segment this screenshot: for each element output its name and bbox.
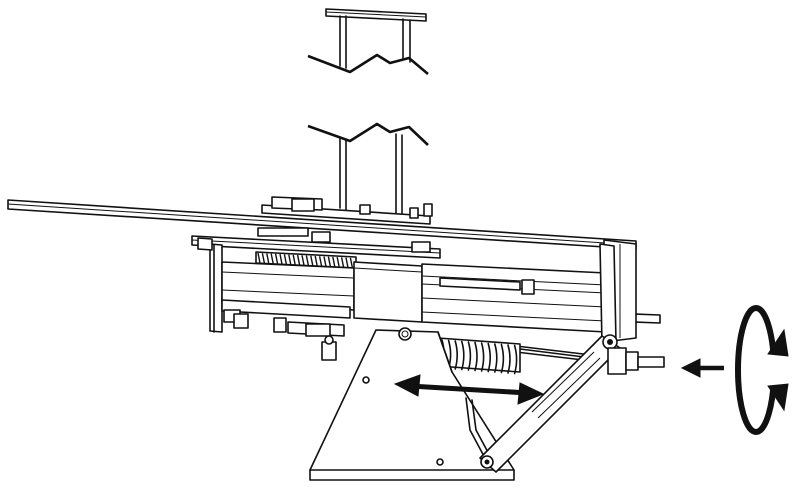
rack-tooth — [336, 257, 340, 268]
rack-tooth — [266, 253, 270, 264]
bellows-fold — [494, 343, 498, 373]
rack-tooth — [279, 254, 283, 265]
bellows-fold — [507, 344, 511, 374]
rack-tooth — [261, 253, 266, 264]
end-plate — [599, 239, 637, 345]
rack-tooth — [340, 257, 345, 268]
rack-tooth — [305, 255, 310, 266]
bellows-fold — [461, 340, 465, 371]
rack-tooth — [288, 254, 292, 265]
bellows-fold — [513, 344, 518, 375]
rack-tooth — [332, 256, 336, 268]
trapezoid-base-plate — [309, 327, 515, 481]
bellows-fold — [454, 340, 458, 370]
ladder-mast-top — [325, 8, 427, 69]
left-arrow-icon — [680, 358, 724, 378]
rack-tooth — [345, 257, 349, 268]
rack-tooth — [323, 256, 327, 267]
double-headed-arrow-icon — [393, 374, 545, 405]
bellows-fold — [480, 342, 485, 372]
bellows-boot — [437, 337, 521, 375]
rack-tooth — [292, 254, 296, 265]
rack-tooth — [318, 256, 323, 267]
rack-tooth — [314, 255, 318, 267]
bellows-fold — [500, 343, 505, 374]
rack-tooth — [274, 253, 279, 265]
gear-rack — [257, 252, 354, 268]
rack-tooth — [310, 255, 314, 266]
rack-tooth — [270, 253, 274, 264]
bellows-fold — [487, 342, 491, 373]
rack-tooth — [283, 254, 288, 265]
rack-tooth — [349, 257, 354, 268]
rack-tooth — [327, 256, 332, 267]
rack-tooth — [296, 254, 301, 266]
input-shaft — [607, 347, 665, 375]
bellows-fold — [467, 341, 472, 371]
rotation-arrow-icon — [735, 305, 789, 435]
rack-tooth — [301, 255, 305, 266]
rack-tooth — [257, 252, 261, 264]
carriage-frame — [191, 196, 607, 361]
break-line-icon — [307, 53, 429, 146]
ladder-mast-bottom — [339, 133, 403, 216]
bellows-fold — [474, 341, 478, 372]
